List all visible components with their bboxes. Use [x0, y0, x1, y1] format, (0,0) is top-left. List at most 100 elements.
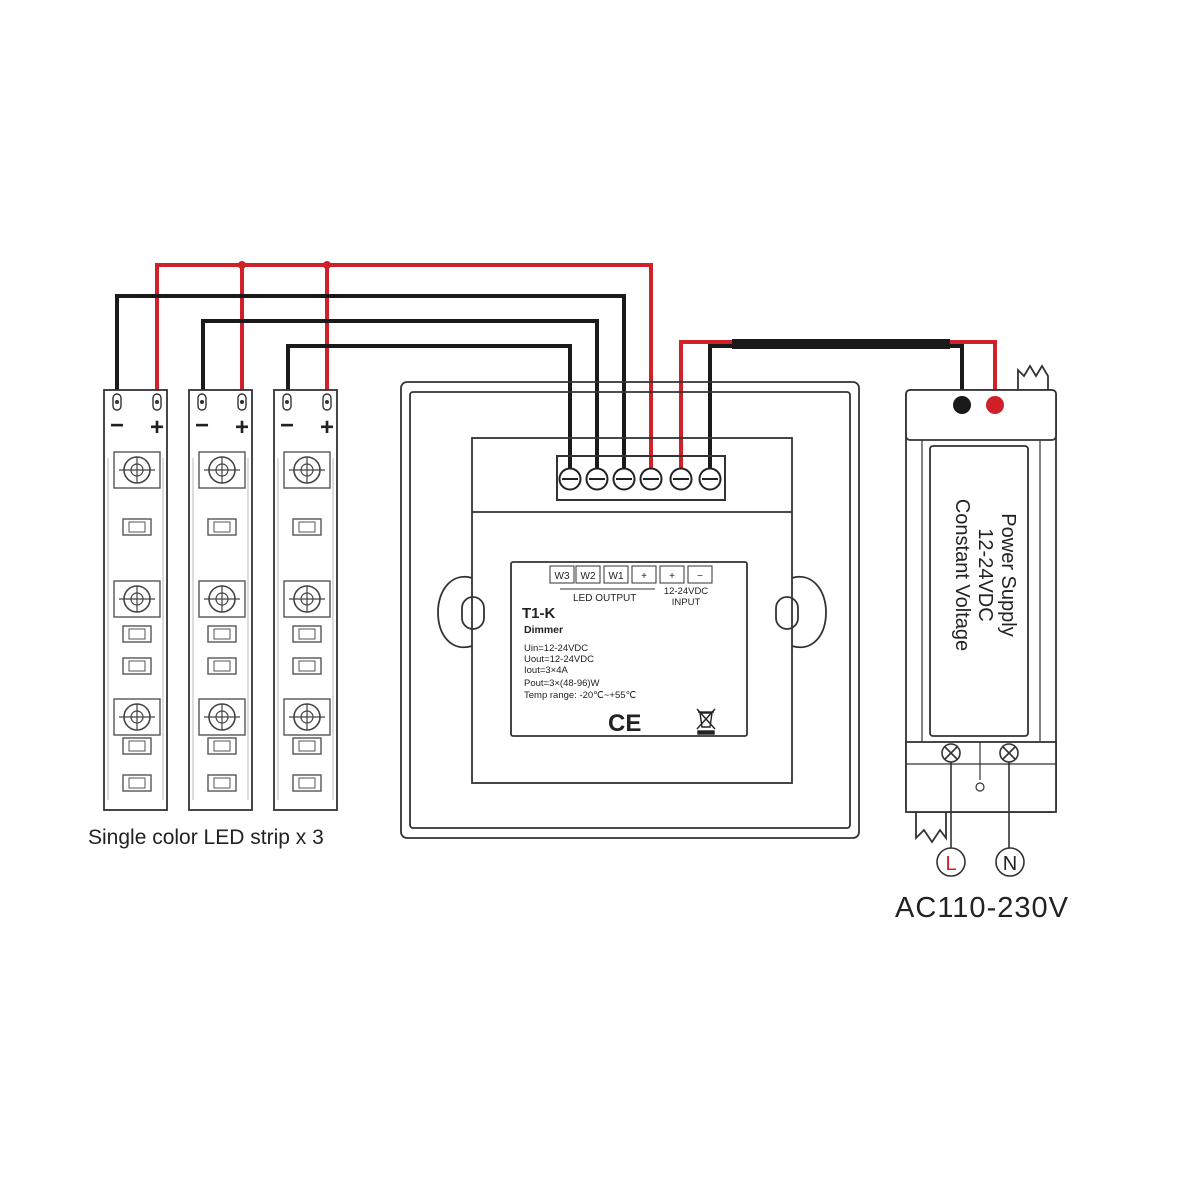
resistor: [292, 657, 322, 675]
terminal-screw: [698, 467, 722, 491]
led-output-label: LED OUTPUT: [573, 593, 636, 604]
wire-positive-to-strips: [155, 263, 653, 482]
controller-body: [471, 437, 793, 784]
junction-dot: [238, 261, 246, 269]
terminal-label-box: +: [631, 565, 657, 584]
panel-inner-frame: [409, 391, 851, 829]
led-chip: [198, 580, 246, 618]
psu-mode: Constant Voltage: [951, 499, 973, 651]
resistor: [207, 518, 237, 536]
terminal-screw: [669, 467, 693, 491]
device-type: Dimmer: [524, 624, 563, 636]
junction-dot: [323, 261, 331, 269]
strips-caption: Single color LED strip x 3: [88, 826, 324, 849]
terminal-label: W1: [609, 571, 624, 582]
led-chip: [113, 580, 161, 618]
strip-minus-label: −: [195, 412, 209, 439]
terminal-screw: [612, 467, 636, 491]
weee-bin-icon: [696, 708, 716, 735]
mounting-ear-right: [791, 575, 827, 649]
ce-mark: CE: [608, 710, 641, 737]
resistor: [207, 625, 237, 643]
power-supply: [905, 364, 1057, 844]
ac-input-label: AC110-230V: [895, 892, 1069, 924]
input-label-line1: 12-24VDC: [664, 586, 708, 597]
spec-line: Temp range: -20℃~+55℃: [524, 690, 637, 701]
terminal-label: +: [641, 571, 647, 582]
resistor: [207, 774, 237, 792]
terminal-screw: [639, 467, 663, 491]
led-chip: [198, 698, 246, 736]
terminal-label: +: [669, 571, 675, 582]
terminal-screw: [558, 467, 582, 491]
led-chip: [283, 698, 331, 736]
wire-w3-strip-3: [286, 344, 572, 482]
live-label: L: [945, 853, 956, 875]
wire-w2-strip-2: [201, 319, 599, 482]
spec-line: Uin=12-24VDC: [524, 643, 588, 654]
psu-label-text: Power Supply 12-24VDC Constant Voltage: [951, 499, 1019, 651]
terminal-label: −: [697, 571, 703, 582]
label-plate: [510, 561, 748, 737]
neutral-label: N: [1003, 853, 1017, 875]
terminal-label-box: W1: [603, 565, 629, 584]
terminal-label: W2: [581, 571, 596, 582]
psu-negative-terminal: [953, 396, 971, 414]
psu-terminal-cover: [905, 741, 1057, 813]
terminal-label-box: +: [659, 565, 685, 584]
strip-minus-label: −: [110, 412, 124, 439]
label-plate-content: W3 W2 W1 + + − LED OUTPUT 12-24VDC INPUT T1-K…: [522, 565, 716, 737]
strip-plus-label: +: [235, 414, 249, 441]
resistor: [292, 625, 322, 643]
strip-plus-label: +: [150, 414, 164, 441]
led-chip: [113, 698, 161, 736]
psu-label-panel: [929, 445, 1029, 737]
strip-plus-label: +: [320, 414, 334, 441]
resistor: [122, 625, 152, 643]
input-label-line2: INPUT: [672, 597, 701, 608]
terminal-label-box: −: [687, 565, 713, 584]
resistor: [122, 737, 152, 755]
dimmer-controller: [400, 381, 860, 839]
psu-title: Power Supply: [997, 513, 1019, 636]
led-strip: −+: [188, 389, 253, 811]
model-name: T1-K: [522, 605, 556, 622]
mounting-tab-top: [1017, 364, 1049, 390]
mounting-ear-left: [437, 575, 473, 649]
resistor: [292, 737, 322, 755]
resistor: [207, 737, 237, 755]
spec-line: Pout=3×(48-96)W: [524, 678, 600, 689]
terminal-block: [556, 455, 726, 501]
psu-top-cap: [905, 389, 1057, 441]
led-strip: −+: [273, 389, 338, 811]
led-chip: [113, 451, 161, 489]
led-chip: [283, 580, 331, 618]
wire-w1-strip-1: [115, 294, 626, 482]
mounting-tab-bottom: [915, 812, 947, 844]
psu-positive-terminal: [986, 396, 1004, 414]
spec-line: Iout=3×4A: [524, 665, 569, 676]
led-chip: [198, 451, 246, 489]
resistor: [207, 657, 237, 675]
terminal-label-box: W2: [575, 565, 601, 584]
mounting-hole-left: [461, 596, 485, 630]
ac-terminals: [936, 743, 1025, 877]
panel-outer-frame: [400, 381, 860, 839]
resistor: [122, 518, 152, 536]
led-strips: −+−+−+: [103, 389, 338, 811]
terminal-label: W3: [555, 571, 570, 582]
led-chip: [283, 451, 331, 489]
resistor: [292, 518, 322, 536]
mounting-hole-right: [775, 596, 799, 630]
wires: [115, 261, 997, 482]
terminal-label-box: W3: [549, 565, 575, 584]
psu-voltage: 12-24VDC: [974, 528, 996, 621]
resistor: [122, 657, 152, 675]
resistor: [292, 774, 322, 792]
live-marker: [936, 847, 966, 877]
resistor: [122, 774, 152, 792]
terminal-screw: [585, 467, 609, 491]
led-strip: −+: [103, 389, 168, 811]
strip-minus-label: −: [280, 412, 294, 439]
